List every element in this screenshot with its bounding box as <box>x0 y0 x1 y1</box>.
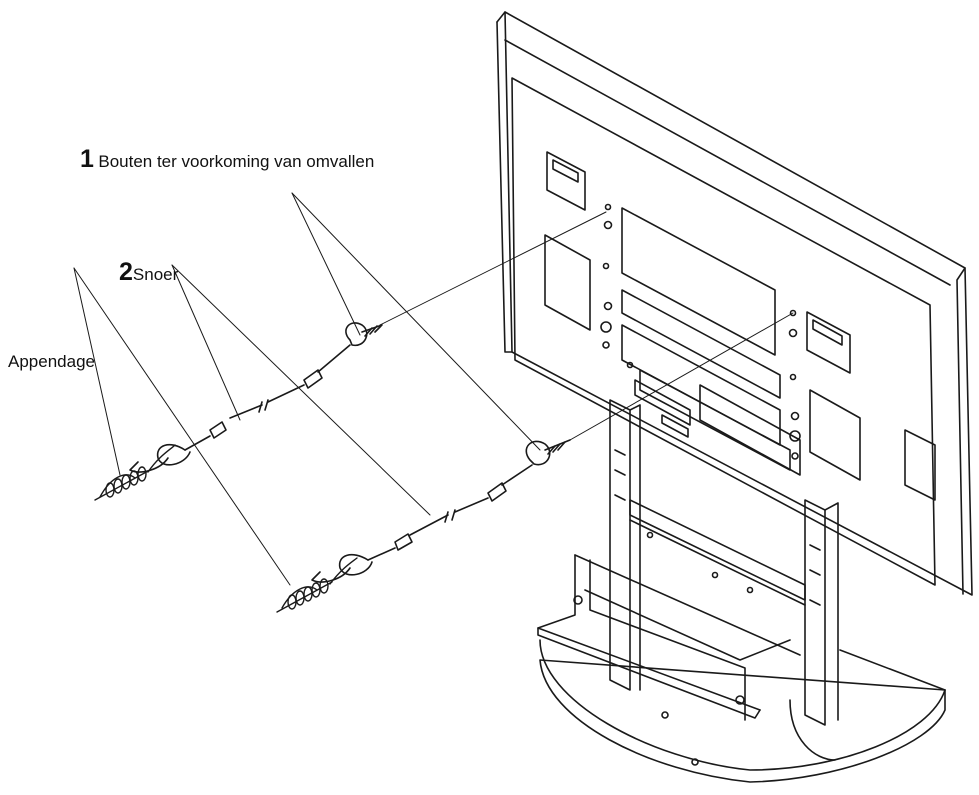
label-cord-number: 2 <box>119 258 133 286</box>
upper-bolt-assembly <box>129 322 383 473</box>
upper-screw-hook <box>94 444 176 501</box>
label-accessory: Appendage <box>8 352 95 372</box>
label-bolts-text: Bouten ter voorkoming van omvallen <box>98 152 375 171</box>
label-cord: 2Snoer <box>119 258 178 287</box>
lower-screw-hook <box>276 557 358 613</box>
label-accessory-text: Appendage <box>8 352 95 371</box>
display-panel <box>496 11 973 596</box>
label-bolts-number: 1 <box>80 145 94 173</box>
label-bolts: 1 Bouten ter voorkoming van omvallen <box>80 145 374 174</box>
stand <box>537 399 946 783</box>
leader-lines <box>73 192 794 586</box>
lower-bolt-assembly <box>311 439 571 583</box>
label-cord-text: Snoer <box>132 265 179 284</box>
